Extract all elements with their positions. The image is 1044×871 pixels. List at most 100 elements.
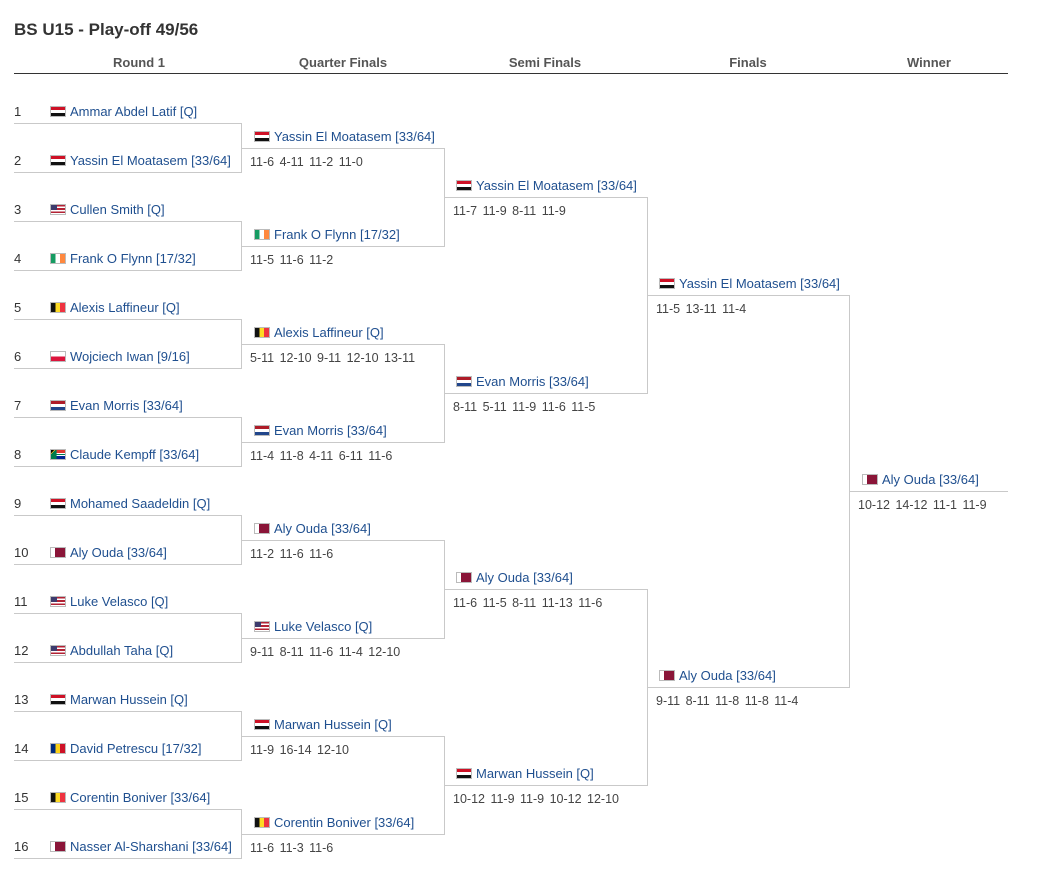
round1-player[interactable]: Luke Velasco [Q] (50, 592, 168, 612)
quarterfinal-player[interactable]: Alexis Laffineur [Q] (254, 323, 384, 343)
player-name[interactable]: Mohamed Saadeldin [Q] (70, 496, 211, 511)
seed-number: 12 (14, 643, 29, 658)
player-name[interactable]: Aly Ouda [33/64] (274, 521, 371, 536)
seed-number: 9 (14, 496, 22, 511)
round1-player[interactable]: Evan Morris [33/64] (50, 396, 183, 416)
bracket-line (242, 736, 445, 737)
quarterfinal-player[interactable]: Evan Morris [33/64] (254, 421, 387, 441)
player-name[interactable]: Marwan Hussein [Q] (274, 717, 392, 732)
player-name[interactable]: Aly Ouda [33/64] (70, 545, 167, 560)
quarterfinal-player[interactable]: Frank O Flynn [17/32] (254, 225, 400, 245)
player-name[interactable]: Evan Morris [33/64] (70, 398, 183, 413)
egy-flag-icon (254, 719, 270, 730)
winner-player[interactable]: Aly Ouda [33/64] (862, 470, 979, 490)
round1-player[interactable]: Aly Ouda [33/64] (50, 543, 167, 563)
player-name[interactable]: Marwan Hussein [Q] (70, 692, 188, 707)
round1-player[interactable]: Nasser Al-Sharshani [33/64] (50, 837, 232, 857)
round1-player[interactable]: Alexis Laffineur [Q] (50, 298, 180, 318)
seed-number: 2 (14, 153, 22, 168)
round1-player[interactable]: Wojciech Iwan [9/16] (50, 347, 190, 367)
ned-flag-icon (254, 425, 270, 436)
final-player[interactable]: Yassin El Moatasem [33/64] (659, 274, 840, 294)
round1-player[interactable]: David Petrescu [17/32] (50, 739, 202, 759)
match-score: 11-4 11-8 4-11 6-11 11-6 (250, 449, 393, 463)
bracket-line (14, 417, 242, 418)
round1-player[interactable]: Mohamed Saadeldin [Q] (50, 494, 210, 514)
player-name[interactable]: Abdullah Taha [Q] (70, 643, 174, 658)
player-name[interactable]: Evan Morris [33/64] (274, 423, 387, 438)
semifinal-player[interactable]: Evan Morris [33/64] (456, 372, 589, 392)
final-player[interactable]: Aly Ouda [33/64] (659, 666, 776, 686)
player-name[interactable]: Corentin Boniver [33/64] (274, 815, 415, 830)
bracket-line (14, 270, 242, 271)
match-score: 11-6 11-5 8-11 11-13 11-6 (453, 596, 603, 610)
round1-player[interactable]: Ammar Abdel Latif [Q] (50, 102, 197, 122)
bracket-line (444, 540, 445, 638)
semifinal-player[interactable]: Yassin El Moatasem [33/64] (456, 176, 637, 196)
bracket-line (445, 197, 648, 198)
round1-player[interactable]: Cullen Smith [Q] (50, 200, 165, 220)
player-name[interactable]: Alexis Laffineur [Q] (274, 325, 384, 340)
bracket-line (14, 319, 242, 320)
round1-player[interactable]: Frank O Flynn [17/32] (50, 249, 196, 269)
bracket-line (14, 368, 242, 369)
semifinal-player[interactable]: Aly Ouda [33/64] (456, 568, 573, 588)
player-name[interactable]: Yassin El Moatasem [33/64] (476, 178, 637, 193)
egy-flag-icon (456, 768, 472, 779)
bel-flag-icon (254, 817, 270, 828)
bracket-line (242, 638, 445, 639)
player-name[interactable]: David Petrescu [17/32] (70, 741, 202, 756)
round1-player[interactable]: Claude Kempff [33/64] (50, 445, 199, 465)
quarterfinal-player[interactable]: Marwan Hussein [Q] (254, 715, 392, 735)
player-name[interactable]: Alexis Laffineur [Q] (70, 300, 180, 315)
round1-player[interactable]: Yassin El Moatasem [33/64] (50, 151, 231, 171)
bracket-line (850, 491, 1008, 492)
match-score: 10-12 14-12 11-1 11-9 (858, 498, 987, 512)
egy-flag-icon (659, 278, 675, 289)
column-header: Winner (907, 55, 951, 70)
quarterfinal-player[interactable]: Yassin El Moatasem [33/64] (254, 127, 435, 147)
player-name[interactable]: Luke Velasco [Q] (70, 594, 169, 609)
player-name[interactable]: Claude Kempff [33/64] (70, 447, 200, 462)
player-name[interactable]: Aly Ouda [33/64] (882, 472, 979, 487)
usa-flag-icon (254, 621, 270, 632)
player-name[interactable]: Corentin Boniver [33/64] (70, 790, 211, 805)
round1-player[interactable]: Abdullah Taha [Q] (50, 641, 173, 661)
player-name[interactable]: Wojciech Iwan [9/16] (70, 349, 190, 364)
column-header: Quarter Finals (298, 55, 388, 70)
player-name[interactable]: Cullen Smith [Q] (70, 202, 165, 217)
quarterfinal-player[interactable]: Aly Ouda [33/64] (254, 519, 371, 539)
ned-flag-icon (456, 376, 472, 387)
player-name[interactable]: Frank O Flynn [17/32] (70, 251, 196, 266)
player-name[interactable]: Marwan Hussein [Q] (476, 766, 594, 781)
round1-player[interactable]: Marwan Hussein [Q] (50, 690, 188, 710)
match-score: 8-11 5-11 11-9 11-6 11-5 (453, 400, 596, 414)
bracket-line (849, 295, 850, 687)
bracket-line (648, 687, 850, 688)
qat-flag-icon (50, 841, 66, 852)
round1-player[interactable]: Corentin Boniver [33/64] (50, 788, 210, 808)
irl-flag-icon (254, 229, 270, 240)
egy-flag-icon (50, 694, 66, 705)
player-name[interactable]: Aly Ouda [33/64] (476, 570, 573, 585)
player-name[interactable]: Yassin El Moatasem [33/64] (70, 153, 231, 168)
player-name[interactable]: Yassin El Moatasem [33/64] (679, 276, 840, 291)
player-name[interactable]: Evan Morris [33/64] (476, 374, 589, 389)
match-score: 9-11 8-11 11-8 11-8 11-4 (656, 694, 799, 708)
player-name[interactable]: Yassin El Moatasem [33/64] (274, 129, 435, 144)
bracket-line (241, 613, 242, 662)
semifinal-player[interactable]: Marwan Hussein [Q] (456, 764, 594, 784)
quarterfinal-player[interactable]: Corentin Boniver [33/64] (254, 813, 414, 833)
player-name[interactable]: Luke Velasco [Q] (274, 619, 373, 634)
egy-flag-icon (50, 106, 66, 117)
player-name[interactable]: Aly Ouda [33/64] (679, 668, 776, 683)
player-name[interactable]: Nasser Al-Sharshani [33/64] (70, 839, 232, 854)
bel-flag-icon (50, 302, 66, 313)
bracket-line (241, 319, 242, 368)
player-name[interactable]: Frank O Flynn [17/32] (274, 227, 400, 242)
player-name[interactable]: Ammar Abdel Latif [Q] (70, 104, 198, 119)
pol-flag-icon (50, 351, 66, 362)
quarterfinal-player[interactable]: Luke Velasco [Q] (254, 617, 372, 637)
qat-flag-icon (50, 547, 66, 558)
bracket-line (14, 564, 242, 565)
